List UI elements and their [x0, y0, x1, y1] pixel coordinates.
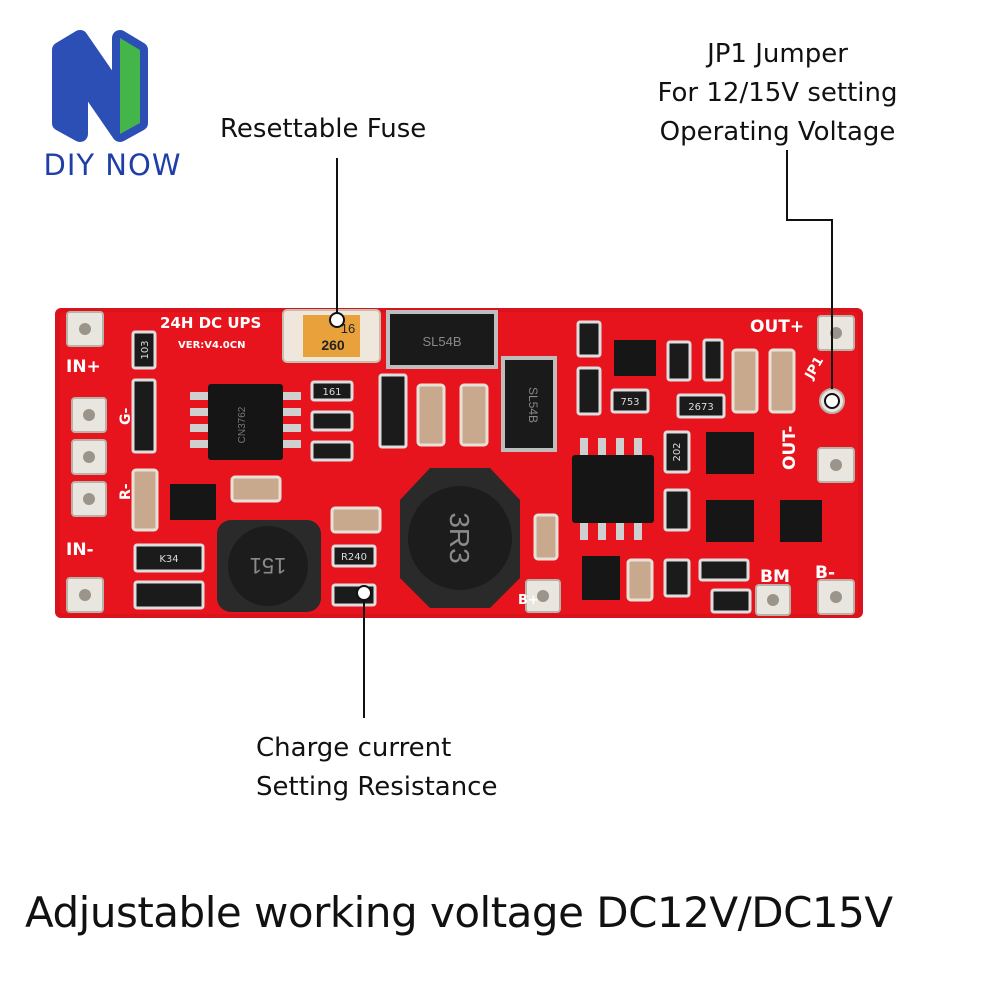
fuse-marking-top: 16 [341, 321, 355, 336]
fuse-marking-code: 260 [321, 337, 345, 353]
charger-ic [208, 384, 283, 460]
headline: Adjustable working voltage DC12V/DC15V [25, 888, 893, 937]
label-b-plus: B+ [518, 593, 539, 608]
diode-top-marking: SL54B [422, 334, 461, 349]
charger-ic-pins [190, 392, 301, 448]
resistor-callout-label: Charge current Setting Resistance [256, 729, 497, 807]
fuse-callout-text: Resettable Fuse [220, 114, 427, 144]
resistor-161-label: 161 [322, 387, 341, 398]
label-out-plus: OUT+ [750, 317, 804, 337]
diode-right-marking: SL54B [526, 387, 540, 423]
board-version: VER:V4.0CN [178, 340, 245, 351]
label-bm: BM [760, 567, 790, 587]
resistor-753-label: 753 [620, 397, 639, 408]
mosfet-chips [170, 340, 822, 600]
resistor-2673-label: 2673 [688, 402, 713, 413]
resistors [131, 320, 752, 614]
label-r-minus: R- [118, 483, 134, 500]
board-title: 24H DC UPS [160, 314, 261, 332]
inductor-main [408, 486, 512, 590]
charger-ic-marking: CN3762 [237, 406, 248, 443]
logo-mark-icon [52, 30, 148, 142]
label-out-minus: OUT- [780, 426, 800, 470]
label-b-minus: B- [815, 563, 835, 583]
output-ic-pins [580, 438, 642, 540]
capacitors [131, 348, 796, 602]
fuse-callout-label: Resettable Fuse [220, 110, 426, 149]
inductor-left-marking: 151 [250, 553, 287, 578]
jumper-callout-line-2: For 12/15V setting [657, 78, 898, 108]
inductor-left [228, 526, 308, 606]
diode-right [501, 356, 557, 452]
jumper-callout-label: JP1 Jumper For 12/15V setting Operating … [620, 35, 935, 152]
resistor-callout-line-1: Charge current [256, 733, 452, 763]
output-ic [572, 455, 654, 523]
resistor-103-label: 103 [140, 340, 151, 359]
callout-markers [329, 312, 840, 601]
jumper-callout-line-1: JP1 Jumper [707, 39, 848, 69]
label-in-plus: IN+ [66, 357, 101, 377]
resistor-202-label: 202 [672, 442, 683, 461]
callout-lines [336, 150, 833, 718]
inductor-main-marking: 3R3 [444, 512, 475, 563]
diy-now-logo: DIY NOW [30, 28, 195, 188]
diode-top [386, 310, 498, 369]
label-in-minus: IN- [66, 540, 94, 560]
terminal-holes [79, 323, 842, 606]
label-g-minus: G- [118, 408, 134, 425]
diode-k34-label: K34 [159, 554, 178, 565]
resistor-r240-label: R240 [341, 552, 367, 563]
jumper-callout-line-3: Operating Voltage [659, 117, 896, 147]
resistor-callout-line-2: Setting Resistance [256, 772, 498, 802]
brand-name: DIY NOW [43, 148, 182, 182]
